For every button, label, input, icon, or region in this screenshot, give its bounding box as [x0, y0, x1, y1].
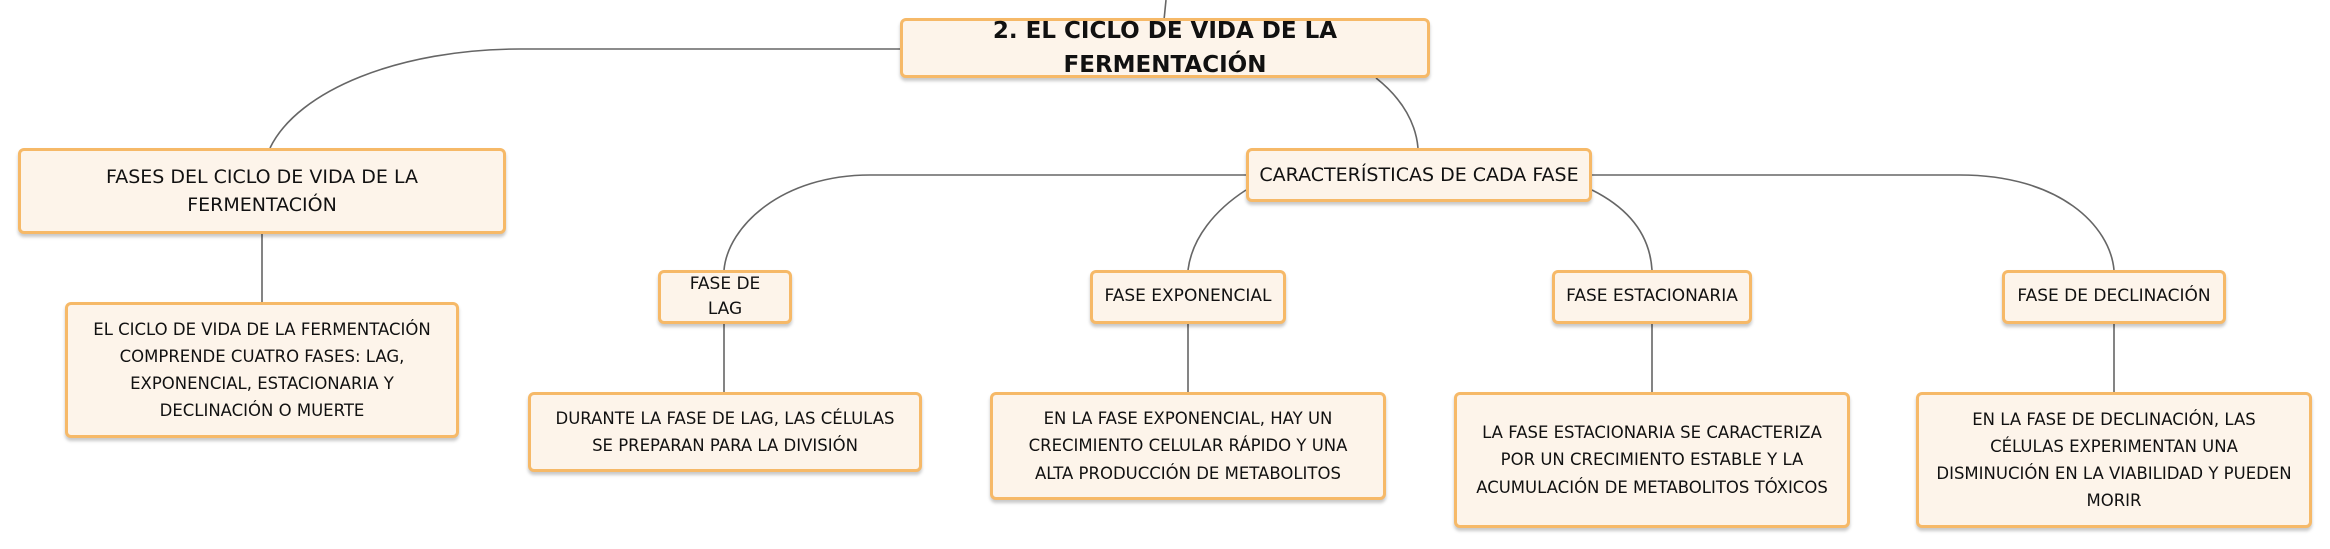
phase-exponencial-description-node[interactable]: EN LA FASE EXPONENCIAL, HAY UN CRECIMIEN…	[990, 392, 1386, 500]
phase-lag-description-node[interactable]: DURANTE LA FASE DE LAG, LAS CÉLULAS SE P…	[528, 392, 922, 472]
phase-declinacion-node[interactable]: FASE DE DECLINACIÓN	[2002, 270, 2226, 324]
phase-lag-label: FASE DE LAG	[689, 273, 761, 320]
connector-root-to-caracteristicas	[1375, 77, 1419, 149]
phase-lag-description: DURANTE LA FASE DE LAG, LAS CÉLULAS SE P…	[555, 408, 895, 455]
root-label: 2. EL CICLO DE VIDA DE LA FERMENTACIÓN	[992, 17, 1338, 79]
phase-estacionaria-label: FASE ESTACIONARIA	[1566, 286, 1738, 307]
phase-estacionaria-description: LA FASE ESTACIONARIA SE CARACTERIZA POR …	[1476, 423, 1828, 497]
fases-ciclo-label: FASES DEL CICLO DE VIDA DE LA FERMENTACI…	[106, 165, 418, 217]
phase-estacionaria-description-node[interactable]: LA FASE ESTACIONARIA SE CARACTERIZA POR …	[1454, 392, 1850, 528]
fases-ciclo-node[interactable]: FASES DEL CICLO DE VIDA DE LA FERMENTACI…	[18, 148, 506, 234]
fases-ciclo-description-node[interactable]: EL CICLO DE VIDA DE LA FERMENTACIÓN COMP…	[65, 302, 459, 438]
phase-estacionaria-node[interactable]: FASE ESTACIONARIA	[1552, 270, 1752, 324]
connector-car-to-exponencial	[1187, 189, 1247, 271]
phase-exponencial-label: FASE EXPONENCIAL	[1104, 286, 1272, 307]
fases-ciclo-description: EL CICLO DE VIDA DE LA FERMENTACIÓN COMP…	[93, 319, 431, 421]
caracteristicas-node[interactable]: CARACTERÍSTICAS DE CADA FASE	[1246, 148, 1592, 202]
connector-car-to-lag	[723, 174, 1246, 271]
connector-root-to-fases	[269, 48, 902, 149]
root-node[interactable]: 2. EL CICLO DE VIDA DE LA FERMENTACIÓN	[900, 18, 1430, 78]
phase-exponencial-node[interactable]: FASE EXPONENCIAL	[1090, 270, 1286, 324]
phase-declinacion-description: EN LA FASE DE DECLINACIÓN, LAS CÉLULAS E…	[1936, 409, 2292, 511]
connector-car-to-estacionaria	[1591, 189, 1653, 271]
connector-root-up	[1163, 0, 1167, 21]
connector-car-to-declinacion	[1592, 174, 2115, 271]
caracteristicas-label: CARACTERÍSTICAS DE CADA FASE	[1259, 163, 1579, 186]
phase-declinacion-label: FASE DE DECLINACIÓN	[2017, 286, 2211, 307]
phase-declinacion-description-node[interactable]: EN LA FASE DE DECLINACIÓN, LAS CÉLULAS E…	[1916, 392, 2312, 528]
phase-exponencial-description: EN LA FASE EXPONENCIAL, HAY UN CRECIMIEN…	[1028, 409, 1348, 483]
phase-lag-node[interactable]: FASE DE LAG	[658, 270, 792, 324]
